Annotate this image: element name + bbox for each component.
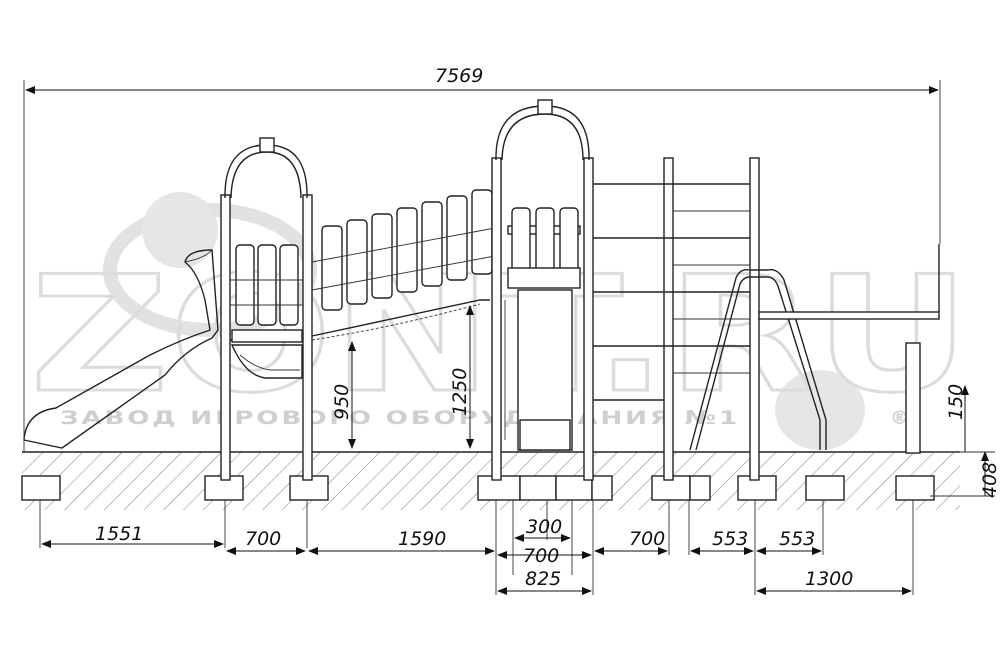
dim-height-1250: 1250 (449, 368, 471, 416)
dim-overall-width: 7569 (435, 65, 483, 87)
horizontal-bar-frame (689, 244, 940, 454)
dim-height-150: 150 (945, 384, 967, 420)
dim-553-b: 553 (779, 528, 815, 550)
slide (23, 249, 219, 449)
left-tower (220, 137, 313, 481)
dim-1551: 1551 (95, 523, 143, 545)
dim-300: 300 (526, 516, 562, 538)
dim-825: 825 (525, 568, 561, 590)
dim-1300: 1300 (805, 568, 853, 590)
dim-700-a: 700 (245, 528, 281, 550)
dim-height-950: 950 (331, 384, 353, 420)
center-tower (491, 99, 594, 481)
dim-700-c: 700 (629, 528, 665, 550)
dim-700-b: 700 (523, 545, 559, 567)
dim-553-a: 553 (712, 528, 748, 550)
watermark-registered-mark: ® (890, 407, 911, 429)
dim-1590: 1590 (398, 528, 446, 550)
slat-bridge (311, 189, 496, 341)
climbing-ladder (593, 157, 760, 481)
dimension-labels: 7569 1551 700 1590 300 700 700 553 553 8… (95, 65, 1000, 590)
watermark-tagline: ЗАВОД ИГРОВОГО ОБОРУДОВАНИЯ №1 (60, 407, 740, 429)
dim-depth-408: 408 (979, 462, 1000, 498)
dimension-lines (23, 80, 995, 595)
